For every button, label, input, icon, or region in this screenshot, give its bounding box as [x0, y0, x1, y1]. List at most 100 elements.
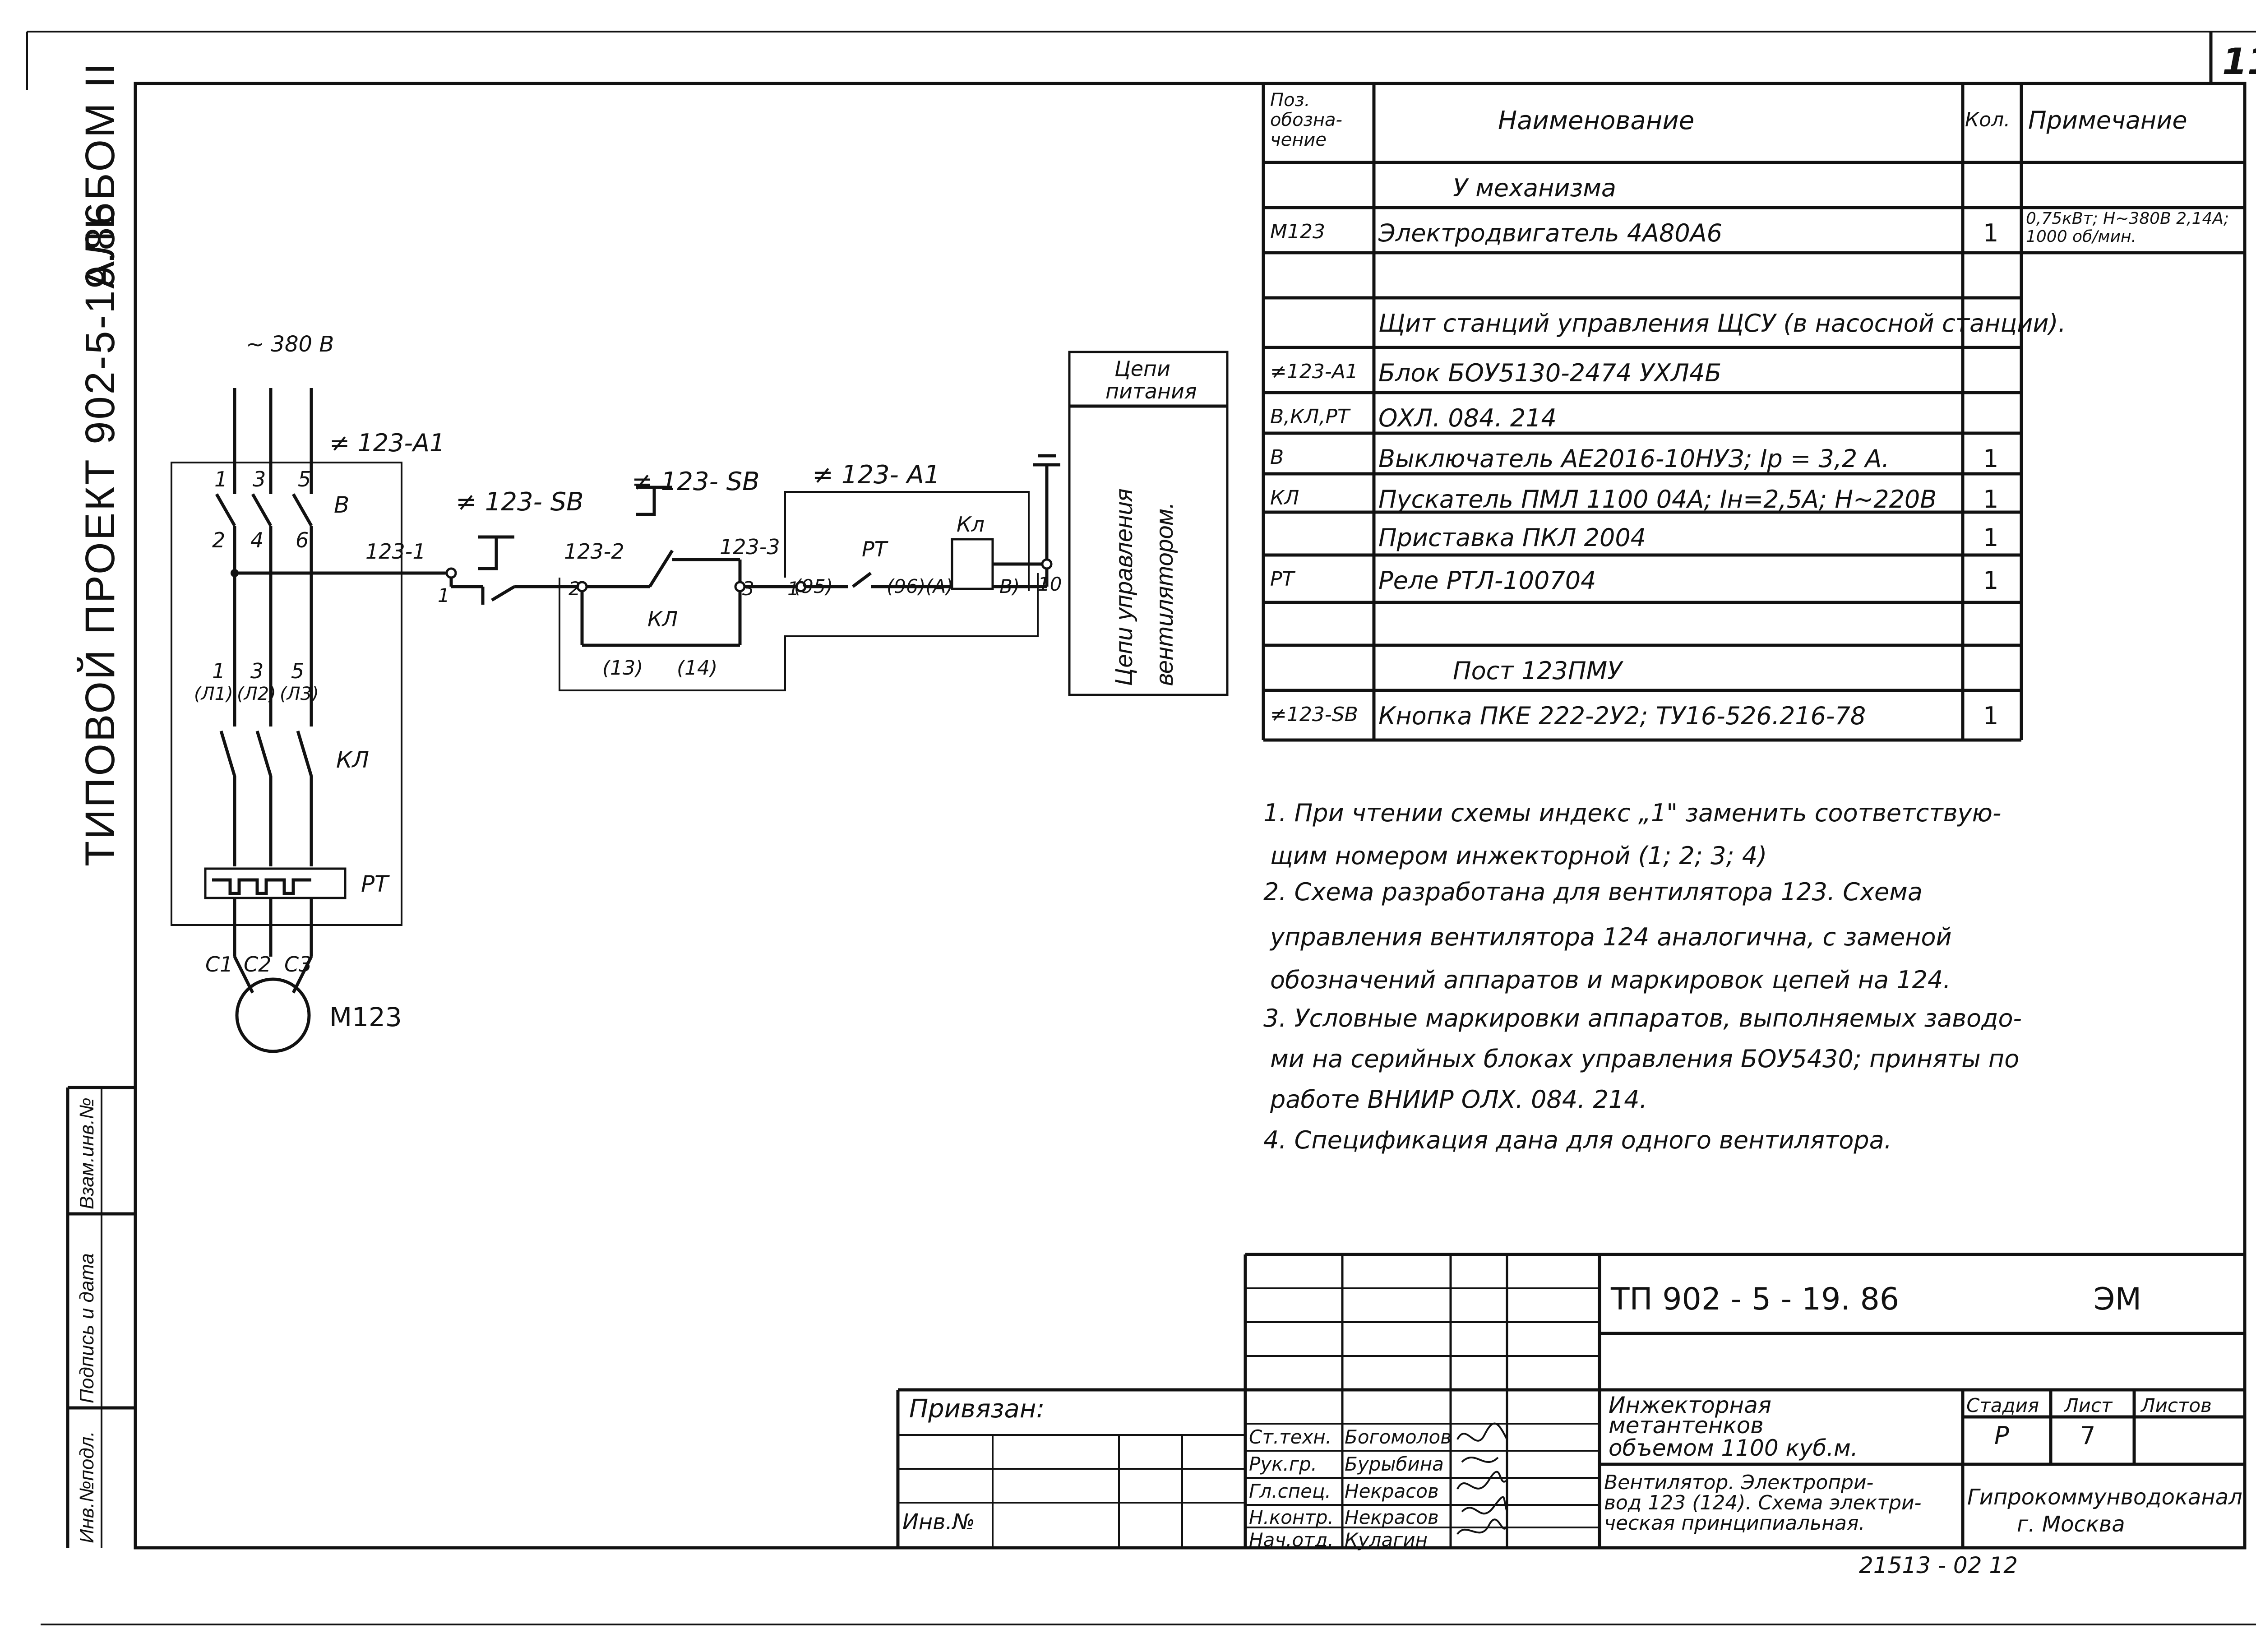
stage-value: Р: [1994, 1421, 2009, 1450]
power-box-title-1: Цепи: [1114, 356, 1170, 381]
kl-coil-label: Кл: [957, 512, 985, 537]
role-n-kontr: Н.контр.: [1249, 1506, 1334, 1528]
motor-lead-l1: (Л1): [194, 684, 233, 704]
terminal-top-5: 5: [298, 467, 311, 491]
stamp-inv-podl: Инв.№подл.: [76, 1431, 98, 1543]
supply-voltage: ~ 380 В: [246, 332, 334, 357]
node-1: 1: [438, 584, 450, 606]
node-10: 10: [1038, 573, 1062, 595]
terminal-top-1: 1: [214, 467, 228, 491]
table-row-pos: РТ: [1270, 568, 1294, 591]
album-vertical: АЛЬБОМ II: [77, 61, 123, 289]
name-2: Бурыбина: [1345, 1453, 1444, 1475]
motor-lead-5: 5: [291, 659, 305, 683]
name-4: Некрасов: [1345, 1506, 1439, 1528]
table-row-qty: 1: [1983, 485, 1999, 514]
object-line-2: метантенков: [1609, 1412, 1764, 1439]
object-line-3: объемом 1100 куб.м.: [1609, 1435, 1858, 1461]
note-line: 2. Схема разработана для вентилятора 123…: [1263, 878, 1923, 906]
terminal-mid-4: 4: [250, 528, 264, 552]
table-row-note: 0,75кВт; Н~380В 2,14А; 1000 об/мин.: [2026, 209, 2229, 246]
bound-label: Привязан:: [909, 1394, 1045, 1424]
table-row-name: Кнопка ПКЕ 222-2У2; ТУ16-526.216-78: [1378, 702, 1866, 730]
org-name: Гипрокоммунводоканал: [1967, 1485, 2242, 1510]
table-row-name: Приставка ПКЛ 2004: [1378, 523, 1646, 552]
wire-label-123-3: 123-3: [720, 535, 780, 559]
doc-code: ТП 902 - 5 - 19. 86: [1611, 1282, 1900, 1317]
sheet-number: 11: [2222, 41, 2256, 83]
role-nach-otd: Нач.отд.: [1249, 1529, 1334, 1551]
table-row-name: Выключатель АЕ2016-10НУЗ; Iр = 3,2 А.: [1378, 444, 1890, 473]
drawing-line-1: Вентилятор. Электропри-: [1604, 1471, 1874, 1494]
table-row-qty: 1: [1983, 523, 1999, 552]
note-line: ми на серийных блоках управления БОУ5430…: [1270, 1045, 2020, 1073]
table-row-name: Щит станций управления ЩСУ (в насосной с…: [1378, 309, 2066, 338]
role-gl-spec: Гл.спец.: [1249, 1480, 1331, 1502]
contactor-label: КЛ: [336, 747, 370, 773]
sheets-header: Листов: [2141, 1394, 2212, 1416]
power-box-text-2: вентилятором.: [1151, 502, 1178, 686]
table-row-qty: 1: [1983, 566, 1999, 595]
table-row-pos: ≠123-А1: [1270, 360, 1358, 383]
start-button-label: ≠ 123- SВ: [632, 467, 760, 496]
role-ruk-gr: Рук.гр.: [1249, 1453, 1317, 1475]
node-3: 3: [742, 578, 754, 600]
motor-terminal-c2: С2: [244, 952, 272, 976]
table-row-name: Реле РТЛ-100704: [1378, 566, 1596, 595]
power-box-title-2: питания: [1105, 379, 1197, 403]
table-row-qty: 1: [1983, 219, 1999, 247]
power-box-text-1: Цепи управления: [1110, 488, 1137, 686]
table-row-name: Пост 123ПМУ: [1453, 657, 1623, 685]
wire-label-123-1: 123-1: [365, 539, 426, 564]
contact-95: (95): [794, 575, 833, 597]
table-row-qty: 1: [1983, 702, 1999, 730]
wire-label-123-2: 123-2: [564, 539, 624, 564]
motor-lead-3: 3: [250, 659, 264, 683]
table-header-qty: Кол.: [1965, 108, 2011, 131]
table-row-name: Пускатель ПМЛ 1100 04А; Iн=2,5А; Н~220В: [1378, 485, 1937, 514]
inv-label: Инв.№: [902, 1509, 975, 1535]
contact-96a: (96)(А): [887, 575, 953, 597]
relay-label: РТ: [361, 871, 388, 897]
motor-lead-l2: (Л2): [237, 684, 276, 704]
panel-label-a1-control: ≠ 123- А1: [812, 460, 940, 490]
stage-header: Стадия: [1966, 1394, 2039, 1416]
drawing-line-2: вод 123 (124). Схема электри-: [1604, 1491, 1922, 1514]
name-3: Некрасов: [1345, 1480, 1439, 1502]
node-1b: 1: [787, 578, 800, 600]
note-line: управления вентилятора 124 аналогична, с…: [1270, 923, 1952, 951]
rt-contact-label: РТ: [862, 537, 887, 561]
breaker-label: В: [334, 492, 350, 518]
stamp-signature-date: Подпись и дата: [76, 1253, 98, 1403]
project-code-vertical: ТИПОВОЙ ПРОЕКТ 902-5-19.86: [77, 200, 123, 866]
sheet-header: Лист: [2064, 1394, 2113, 1416]
stamp-vzam-inv: Взам.инв.№: [76, 1097, 98, 1209]
note-line: 4. Спецификация дана для одного вентилят…: [1263, 1126, 1892, 1154]
drawing-line-3: ческая принципиальная.: [1604, 1512, 1865, 1535]
note-line: обозначений аппаратов и маркировок цепей…: [1270, 966, 1951, 994]
table-header-name: Наименование: [1498, 106, 1695, 135]
note-line: щим номером инжекторной (1; 2; 3; 4): [1270, 842, 1767, 870]
table-header-pos: Поз. обозна- чение: [1270, 90, 1342, 150]
table-row-name: ОХЛ. 084. 214: [1378, 404, 1557, 432]
role-st-tech: Ст.техн.: [1249, 1426, 1332, 1448]
table-row-name: Электродвигатель 4А80А6: [1378, 219, 1723, 247]
contact-14: (14): [677, 657, 718, 680]
note-line: 1. При чтении схемы индекс „1" заменить …: [1263, 799, 2002, 827]
table-row-qty: 1: [1983, 444, 1999, 473]
table-row-name: У механизма: [1453, 174, 1617, 202]
motor-terminal-c3: С3: [284, 952, 312, 976]
motor-lead-1: 1: [212, 659, 226, 683]
terminal-mid-6: 6: [296, 528, 309, 552]
motor-terminal-c1: С1: [205, 952, 233, 976]
object-line-1: Инжекторная: [1609, 1392, 1771, 1418]
motor-label: М123: [329, 1002, 402, 1032]
terminal-top-3: 3: [253, 467, 266, 491]
sheet-value: 7: [2080, 1421, 2096, 1450]
note-line: 3. Условные маркировки аппаратов, выполн…: [1263, 1004, 2022, 1032]
table-row-pos: В,КЛ,РТ: [1270, 405, 1350, 428]
name-1: Богомолов: [1345, 1426, 1452, 1448]
node-2: 2: [569, 578, 581, 600]
archive-number: 21513 - 02 12: [1859, 1552, 2018, 1578]
